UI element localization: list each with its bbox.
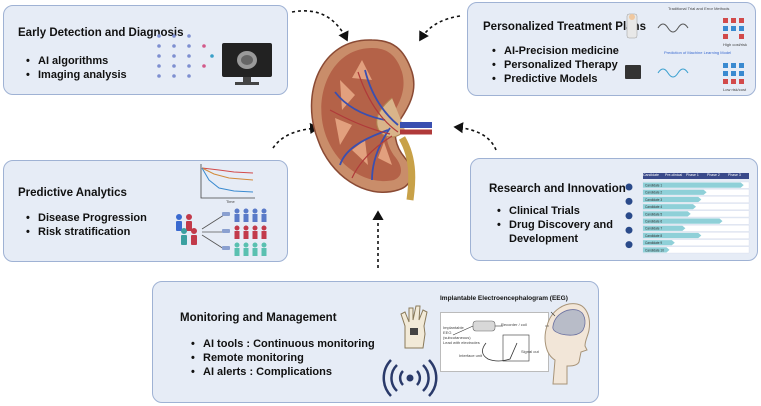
- header-cell: Phase 2: [707, 173, 720, 177]
- bullet-item: Disease Progression: [26, 211, 147, 225]
- bullet-item: AI tools : Continuous monitoring: [191, 337, 375, 351]
- drug-class-icon: [625, 212, 633, 220]
- pipeline-progress-bar: [643, 240, 675, 246]
- pipeline-progress-bar: [643, 247, 670, 253]
- eeg-label: Lead with electrodes: [443, 340, 480, 345]
- bullet-item: Imaging analysis: [26, 68, 127, 82]
- bullet-item: AI alerts : Complications: [191, 365, 375, 379]
- arrow-research: [453, 122, 497, 151]
- bullet-item: Personalized Therapy: [492, 58, 619, 72]
- pipeline-header: Candidate Pre-clinical Phase 1 Phase 2 P…: [643, 173, 749, 179]
- pipeline-row-label: Candidate 9: [645, 241, 662, 245]
- panel-title: Monitoring and Management: [180, 312, 337, 324]
- pipeline-progress-bar: [643, 196, 702, 203]
- eeg-label: Recorder / coil: [501, 322, 527, 327]
- bullet-item: Predictive Models: [492, 72, 619, 86]
- header-cell: Phase 1: [686, 173, 699, 177]
- pipeline-row-label: Candidate 2: [645, 191, 662, 195]
- eeg-label: Implantable EEG (subcutaneous): [443, 325, 471, 340]
- figure-label-top: Traditional Trial and Error Methods: [668, 6, 730, 11]
- bullet-item: Clinical Trials: [497, 204, 624, 218]
- eeg-label: Signal out: [521, 349, 539, 354]
- pipeline-row-label: Candidate 4: [645, 205, 662, 209]
- panel-title: Early Detection and Diagnosis: [18, 27, 184, 39]
- chart-axis-label: Time: [226, 199, 235, 204]
- pipeline-row-label: Candidate 3: [645, 198, 662, 202]
- bullet-item: Drug Discovery and Development: [497, 218, 624, 246]
- header-cell: Pre-clinical: [665, 173, 683, 177]
- header-cell: Phase 3: [728, 173, 741, 177]
- head-profile-icon: [544, 303, 590, 385]
- pipeline-row-label: Candidate 1: [645, 184, 662, 188]
- eeg-device-drawing: [452, 320, 530, 362]
- pipeline-progress-bar: [643, 211, 691, 217]
- eeg-title: Implantable Electroencephalogram (EEG): [440, 295, 568, 302]
- arrow-personalized: [419, 15, 461, 42]
- monitor-icon: [222, 43, 272, 85]
- pipeline-row-label: Candidate 8: [645, 234, 662, 238]
- pipeline-progress-bar: [643, 218, 723, 224]
- drug-class-icon: [625, 197, 633, 205]
- bullet-item: AI-Precision medicine: [492, 44, 619, 58]
- pipeline-progress-bar: [643, 225, 686, 231]
- bullet-list: AI algorithms Imaging analysis: [26, 54, 127, 82]
- pipeline-row-label: Candidate 7: [645, 227, 662, 231]
- arrow-early-detection: [291, 10, 349, 42]
- drug-class-icon: [625, 241, 633, 249]
- figure-outcome-top: High cost/risk: [723, 42, 748, 47]
- eeg-diagram: Implantable EEG (subcutaneous) Recorder …: [440, 312, 549, 372]
- neural-network-icon: [157, 34, 214, 78]
- bullet-item: Remote monitoring: [191, 351, 375, 365]
- panel-predictive-analytics: Predictive Analytics Disease Progression…: [3, 160, 288, 262]
- panel-personalized-treatment: Personalized Treatment Plans AI-Precisio…: [467, 2, 756, 96]
- panel-title: Predictive Analytics: [18, 187, 127, 199]
- bullet-list: Clinical Trials Drug Discovery and Devel…: [497, 204, 624, 246]
- pipeline-table: Candidate Pre-clinical Phase 1 Phase 2 P…: [621, 173, 750, 257]
- patient-groups-icon: [176, 208, 267, 256]
- bullet-item: AI algorithms: [26, 54, 127, 68]
- pipeline-bars: Candidate 1 Candidate 2 Candidate 3 Candida…: [625, 181, 750, 254]
- pipeline-row-label: Candidate 5: [645, 212, 662, 216]
- panel-early-detection: Early Detection and Diagnosis AI algorit…: [3, 5, 288, 95]
- glove-sensor-icon: [400, 305, 428, 349]
- panel-monitoring: Monitoring and Management AI tools : Con…: [152, 281, 599, 403]
- figure-outcome-bottom: Low risk/cost: [723, 87, 747, 92]
- drug-class-icon: [625, 183, 633, 191]
- pipeline-progress-bar: [643, 189, 707, 195]
- wireless-signal-icon: [382, 359, 438, 397]
- drug-class-icon: [625, 226, 633, 234]
- bullet-list: AI tools : Continuous monitoring Remote …: [191, 337, 375, 379]
- header-cell: Candidate: [643, 173, 659, 177]
- pipeline-progress-bar: [643, 182, 744, 188]
- pipeline-row-label: Candidate 6: [645, 220, 662, 224]
- panel-title: Research and Innovation: [489, 183, 626, 195]
- figure-label-bottom: Prediction of Machine Learning Model: [664, 50, 732, 55]
- pipeline-progress-bar: [643, 204, 696, 210]
- survival-curve-chart: [200, 164, 255, 199]
- bullet-list: Disease Progression Risk stratification: [26, 211, 147, 239]
- bullet-list: AI-Precision medicine Personalized Thera…: [492, 44, 619, 86]
- eeg-label: Interface unit: [459, 353, 483, 358]
- treatment-comparison-figure: [625, 13, 744, 84]
- panel-research-innovation: Research and Innovation Clinical Trials …: [470, 158, 758, 261]
- panel-title: Personalized Treatment Plans: [483, 21, 646, 33]
- bullet-item: Risk stratification: [26, 225, 147, 239]
- pipeline-progress-bar: [643, 232, 702, 239]
- pipeline-row-label: Candidate 10: [645, 248, 664, 252]
